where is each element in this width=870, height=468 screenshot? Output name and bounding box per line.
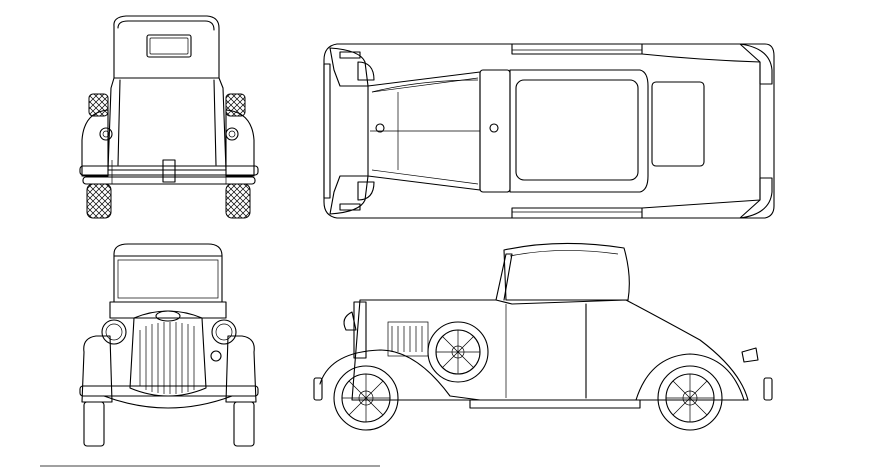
front-view <box>79 243 259 447</box>
top-view <box>323 43 775 219</box>
rear-view <box>79 15 259 219</box>
side-view <box>313 242 773 431</box>
